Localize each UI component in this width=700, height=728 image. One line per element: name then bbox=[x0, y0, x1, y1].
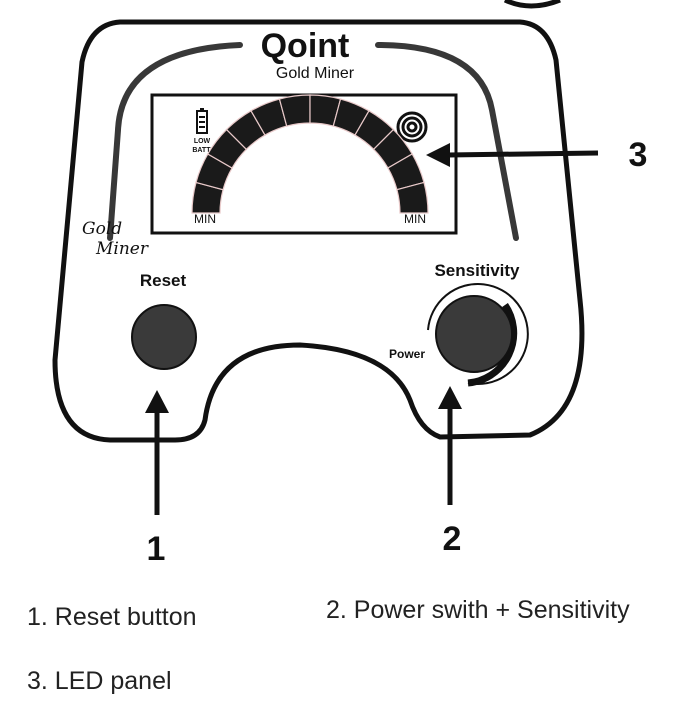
callout-number-1: 1 bbox=[147, 530, 166, 568]
callout-arrow-2 bbox=[438, 386, 462, 505]
legend-item-power-sensitivity: 2. Power swith + Sensitivity bbox=[326, 596, 630, 624]
led-panel: LOW BATT. MIN MIN bbox=[150, 93, 458, 235]
side-logo-line1: Gold bbox=[82, 219, 122, 239]
meter-min-right: MIN bbox=[404, 212, 426, 226]
legend-item-led-panel: 3. LED panel bbox=[27, 667, 172, 695]
reset-button[interactable] bbox=[131, 304, 197, 370]
meter-min-left: MIN bbox=[194, 212, 216, 226]
low-batt-line2: BATT. bbox=[192, 147, 211, 154]
power-sensitivity-knob[interactable] bbox=[435, 295, 513, 373]
power-label: Power bbox=[389, 347, 425, 361]
legend-item-reset: 1. Reset button bbox=[27, 603, 197, 631]
target-icon bbox=[396, 111, 428, 143]
coil-ring-fragment bbox=[503, 0, 561, 9]
sensitivity-scale-arc bbox=[427, 283, 529, 385]
model-logo-text: Gold Miner bbox=[276, 65, 355, 82]
low-batt-line1: LOW bbox=[194, 138, 211, 145]
battery-icon bbox=[196, 108, 208, 134]
swoosh-left bbox=[107, 42, 243, 241]
sensitivity-scale-arc-thick bbox=[467, 303, 518, 387]
brand-logo-text: Qoint bbox=[261, 27, 350, 65]
callout-arrow-3 bbox=[426, 143, 599, 167]
sensitivity-label: Sensitivity bbox=[434, 261, 520, 280]
reset-label: Reset bbox=[140, 271, 187, 290]
side-logo-line2: Miner bbox=[95, 239, 149, 259]
signal-meter-arc bbox=[191, 94, 429, 214]
callout-arrow-1 bbox=[145, 390, 169, 515]
callout-number-2: 2 bbox=[443, 520, 462, 558]
callout-number-3: 3 bbox=[629, 136, 648, 174]
swoosh-right bbox=[375, 42, 519, 241]
meter-segment bbox=[396, 181, 429, 214]
